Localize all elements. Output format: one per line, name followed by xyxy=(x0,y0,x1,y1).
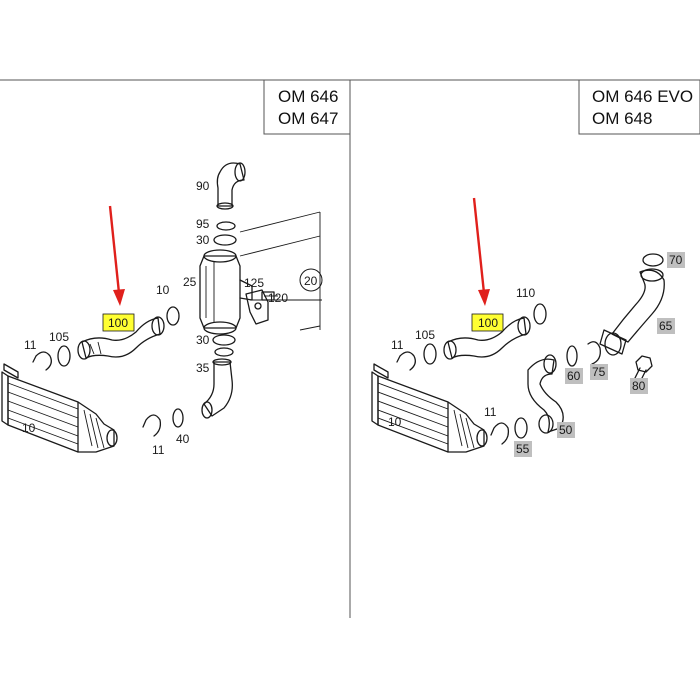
seal-ring-60-right xyxy=(566,345,578,367)
part-label-10-right: 10 xyxy=(388,415,402,429)
hose-65-right xyxy=(599,268,665,356)
part-label-105: 105 xyxy=(49,330,69,344)
part-label-11-upper: 11 xyxy=(24,338,37,352)
part-label-30-upper: 30 xyxy=(196,233,210,247)
engine-code-left-1: OM 646 xyxy=(278,87,338,106)
clamp-11-lower-right xyxy=(490,422,510,445)
grey-box-70 xyxy=(667,252,685,268)
clamp-11-upper-right xyxy=(396,351,416,371)
seal-ring-mid-left xyxy=(214,347,234,357)
engine-code-right-2: OM 648 xyxy=(592,109,652,128)
seal-ring-105-left xyxy=(57,345,71,367)
seal-ring-95-left xyxy=(216,221,236,231)
reference-box-20 xyxy=(239,211,321,331)
seal-ring-105-right xyxy=(423,343,437,365)
charge-air-cooler-right xyxy=(371,363,488,453)
part-label-80: 80 xyxy=(632,379,646,393)
clamp-75-right xyxy=(587,341,601,365)
clamp-11-upper-left xyxy=(32,351,52,371)
part-label-11-lower-right: 11 xyxy=(484,405,497,419)
part-label-11-upper-right: 11 xyxy=(391,338,404,352)
elbow-35-left xyxy=(201,358,233,419)
part-label-60: 60 xyxy=(567,369,581,383)
red-arrow-right xyxy=(472,197,490,306)
highlight-box-100-right xyxy=(471,313,504,332)
grey-box-50 xyxy=(557,422,575,438)
part-label-90: 90 xyxy=(196,179,210,193)
part-label-100-left: 100 xyxy=(108,316,128,330)
charge-air-hose-100-right xyxy=(443,316,531,360)
grey-box-65 xyxy=(657,318,675,334)
part-label-125: 125 xyxy=(244,276,264,290)
part-label-105-right: 105 xyxy=(415,328,435,342)
part-label-120: 120 xyxy=(268,291,288,305)
seal-ring-10-left xyxy=(166,306,180,326)
red-arrow-left xyxy=(108,205,125,306)
grey-box-80 xyxy=(630,378,648,394)
part-label-40: 40 xyxy=(176,432,190,446)
charge-air-cooler-left xyxy=(1,363,118,453)
seal-ring-110-right xyxy=(533,303,547,325)
engine-code-box-right xyxy=(578,79,700,135)
seal-ring-70-right xyxy=(642,253,664,267)
part-label-11-lower: 11 xyxy=(152,443,165,457)
part-label-95: 95 xyxy=(196,217,210,231)
engine-code-right-1: OM 646 EVO xyxy=(592,87,693,106)
clamp-11-lower-left xyxy=(142,414,162,437)
seal-ring-40-left xyxy=(172,408,184,428)
elbow-90-left xyxy=(216,162,246,210)
highlight-box-100-left xyxy=(102,313,135,332)
part-label-100-right: 100 xyxy=(478,316,498,330)
charge-air-hose-100-left xyxy=(77,316,165,360)
right-panel: OM 646 EVO OM 648 xyxy=(371,79,700,457)
part-label-25: 25 xyxy=(183,275,197,289)
engine-code-box-left xyxy=(263,79,351,135)
part-label-110: 110 xyxy=(516,286,535,300)
seal-ring-30-upper-left xyxy=(213,234,237,246)
grey-box-55 xyxy=(514,441,532,457)
part-label-35: 35 xyxy=(196,361,210,375)
part-label-75: 75 xyxy=(592,365,606,379)
seal-ring-55-right xyxy=(514,417,528,439)
engine-code-left-2: OM 647 xyxy=(278,109,338,128)
grey-box-75 xyxy=(590,364,608,380)
part-label-20: 20 xyxy=(304,274,318,288)
grey-box-60 xyxy=(565,368,583,384)
part-label-10-seal: 10 xyxy=(156,283,170,297)
part-label-70: 70 xyxy=(669,253,683,267)
left-panel: OM 646 OM 647 xyxy=(1,79,351,457)
hose-50-right xyxy=(527,354,564,434)
seal-ring-30-lower-left xyxy=(212,334,236,346)
valve-housing-25-left xyxy=(199,249,253,335)
part-label-50: 50 xyxy=(559,423,573,437)
part-label-30-lower: 30 xyxy=(196,333,210,347)
part-label-65: 65 xyxy=(659,319,673,333)
callout-circle-20 xyxy=(299,268,323,292)
part-label-10-cooler: 10 xyxy=(22,421,36,435)
part-label-55: 55 xyxy=(516,442,530,456)
